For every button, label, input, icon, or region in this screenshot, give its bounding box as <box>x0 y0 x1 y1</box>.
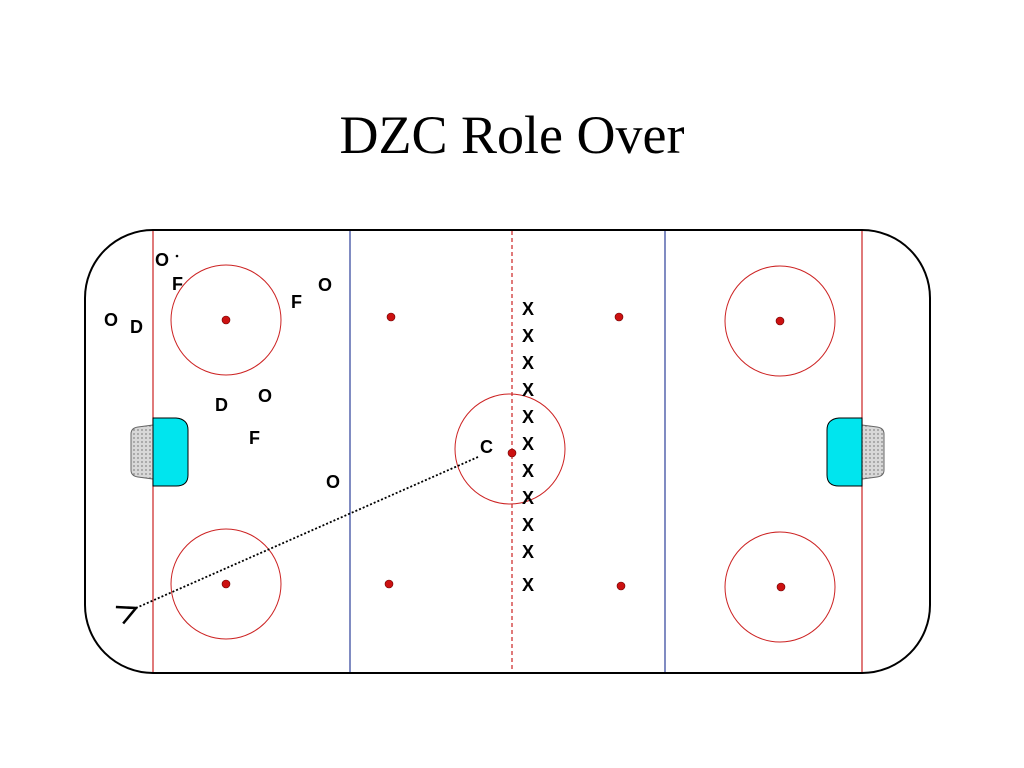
faceoff-dot <box>776 582 786 592</box>
player-d-2: D <box>215 395 228 415</box>
player-c: C <box>480 437 493 457</box>
goal-crease-right <box>826 417 863 487</box>
faceoff-circle-left-bottom <box>170 528 282 640</box>
faceoff-dot <box>507 448 517 458</box>
player-markers: O F O F O D D O F O C <box>104 250 493 492</box>
x-marker: X <box>522 326 534 346</box>
faceoff-dot <box>384 579 394 589</box>
goal-left <box>130 417 189 487</box>
x-marker: X <box>522 575 534 595</box>
player-f-2: F <box>291 292 302 312</box>
goal-right <box>826 417 885 487</box>
faceoff-dots <box>221 312 786 592</box>
x-marker: X <box>522 461 534 481</box>
page-title: DZC Role Over <box>339 105 685 165</box>
x-marker: X <box>522 299 534 319</box>
faceoff-dot <box>614 312 624 322</box>
player-o-3: O <box>104 310 118 330</box>
rink-boards <box>84 229 931 674</box>
x-marker: X <box>522 434 534 454</box>
player-o-1: O <box>155 250 169 270</box>
x-marker: X <box>522 542 534 562</box>
goal-crease-left <box>152 417 189 487</box>
player-o-2: O <box>318 275 332 295</box>
x-marker: X <box>522 380 534 400</box>
faceoff-circle-right-top <box>724 265 836 377</box>
player-f-3: F <box>249 428 260 448</box>
faceoff-circle-right-bottom <box>724 531 836 643</box>
faceoff-dot <box>221 579 231 589</box>
x-marker: X <box>522 353 534 373</box>
player-o-5: O <box>326 472 340 492</box>
x-marker: X <box>522 515 534 535</box>
goal-net-right <box>861 424 885 480</box>
faceoff-circle-left-top <box>170 264 282 376</box>
goal-net-left <box>130 424 154 480</box>
player-o-4: O <box>258 386 272 406</box>
x-marker: X <box>522 488 534 508</box>
player-d-1: D <box>130 317 143 337</box>
faceoff-dot <box>386 312 396 322</box>
center-faceoff-circle <box>454 393 566 505</box>
faceoff-dot <box>775 316 785 326</box>
player-f-1: F <box>172 274 183 294</box>
small-dot <box>175 254 179 258</box>
faceoff-dot <box>221 315 231 325</box>
faceoff-dot <box>616 581 626 591</box>
x-marker: X <box>522 407 534 427</box>
x-column: X X X X X X X X X X X <box>522 299 534 595</box>
